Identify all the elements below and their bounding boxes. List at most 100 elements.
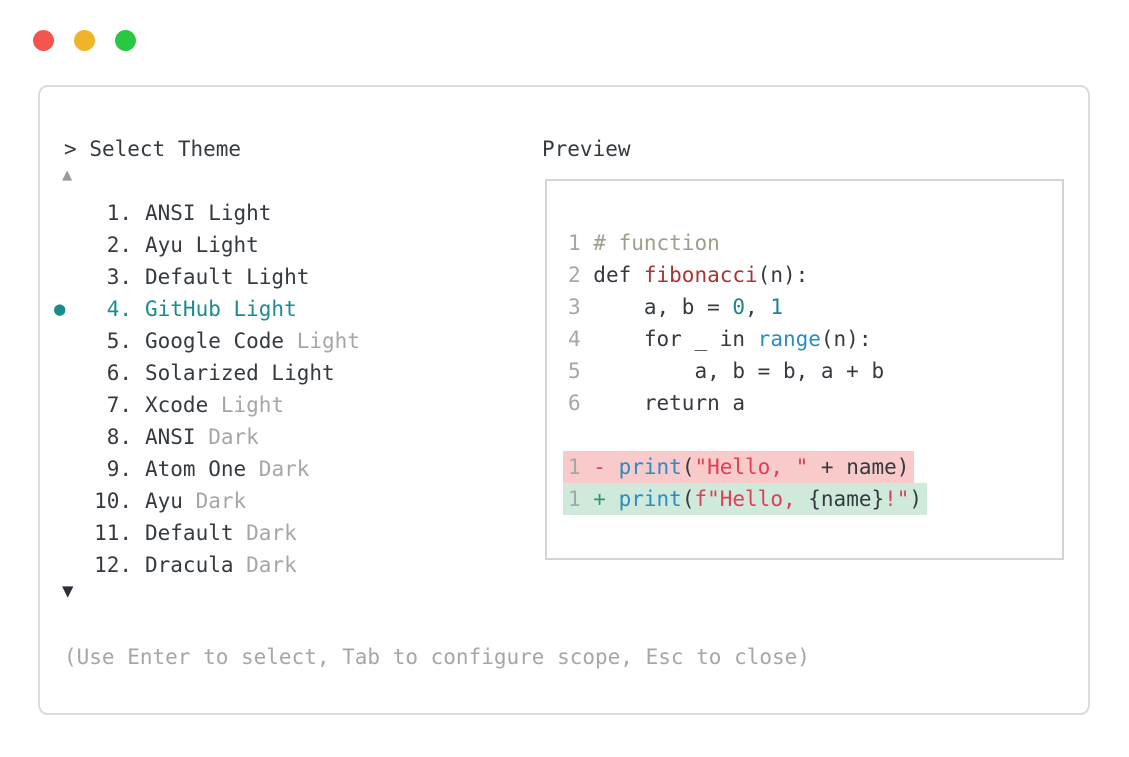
line-number: 4 [568, 327, 594, 351]
prompt-space [77, 137, 90, 161]
theme-item-variant: Dark [246, 457, 310, 481]
theme-item-name: Ayu Light [145, 233, 259, 257]
code-line-content: 3 a, b = 0, 1 [563, 291, 788, 323]
code-line: 2 def fibonacci(n): [563, 259, 1062, 291]
code-token-text: ( [681, 455, 695, 479]
theme-item-variant: Dark [195, 425, 259, 449]
theme-item-number: 1. [106, 201, 132, 225]
theme-item-name: Atom One [145, 457, 247, 481]
theme-item-number: 4. [106, 297, 132, 321]
theme-item-variant: Light [208, 393, 285, 417]
theme-list: 1. ANSI Light 2. Ayu Light 3. Default Light ● 4… [40, 197, 510, 581]
line-number: 1 [568, 455, 594, 479]
code-line-content: 4 for _ in range(n): [563, 323, 876, 355]
code-line: 1 - print("Hello, " + name) [563, 451, 1062, 483]
theme-item-name: Ayu [145, 489, 183, 513]
code-token-builtin: range [757, 327, 821, 351]
theme-list-item[interactable]: 11. Default Dark [40, 517, 510, 549]
theme-item-name: ANSI Light [145, 201, 272, 225]
code-line: 1 + print(f"Hello, {name}!") [563, 483, 1062, 515]
code-token-text: {name} [808, 487, 885, 511]
code-token-text: (n): [820, 327, 872, 351]
theme-list-item[interactable]: 6. Solarized Light [40, 357, 510, 389]
scroll-down-icon[interactable]: ▼ [62, 580, 74, 602]
theme-item-number: 7. [106, 393, 132, 417]
theme-item-number: 3. [106, 265, 132, 289]
theme-list-item[interactable]: 3. Default Light [40, 261, 510, 293]
code-token-builtin: print [618, 487, 682, 511]
code-token-string: f"Hello, [694, 487, 809, 511]
code-token-comment: # function [593, 231, 720, 255]
theme-item-variant: Dark [233, 553, 297, 577]
theme-item-name: GitHub Light [145, 297, 297, 321]
prompt-symbol: > [64, 137, 77, 161]
theme-item-name: Default Light [145, 265, 310, 289]
code-line: 4 for _ in range(n): [563, 323, 1062, 355]
code-token-number: 1 [770, 295, 783, 319]
theme-item-name: Google Code [145, 329, 285, 353]
theme-item-number: 5. [106, 329, 132, 353]
prompt-title: Select Theme [89, 137, 242, 161]
code-token-string: "Hello, " [694, 455, 809, 479]
theme-item-name: Default [145, 521, 234, 545]
theme-item-name: Dracula [145, 553, 234, 577]
code-token-text: (n): [757, 263, 809, 287]
code-blank-line [563, 419, 1062, 451]
code-token-string: !" [884, 487, 910, 511]
code-line: 3 a, b = 0, 1 [563, 291, 1062, 323]
prompt: > Select Theme [64, 135, 241, 163]
keyboard-hint: (Use Enter to select, Tab to configure s… [64, 645, 810, 669]
selected-bullet-icon: ● [54, 298, 66, 320]
theme-item-variant: Light [284, 329, 360, 353]
theme-item-variant: Dark [182, 489, 247, 513]
line-number: 6 [568, 391, 594, 415]
theme-item-name: Solarized Light [145, 361, 335, 385]
theme-list-item[interactable]: ● 4. GitHub Light [40, 293, 510, 325]
window-controls [33, 30, 136, 51]
scroll-up-icon[interactable]: ▲ [62, 165, 73, 185]
zoom-button-icon[interactable] [115, 30, 136, 51]
minimize-button-icon[interactable] [74, 30, 95, 51]
diff-added-line: 1 + print(f"Hello, {name}!") [563, 483, 928, 515]
theme-list-item[interactable]: 8.ANSI Dark [40, 421, 510, 453]
theme-item-number: 9. [106, 457, 132, 481]
code-line: 5 a, b = b, a + b [563, 355, 1062, 387]
theme-item-number: 2. [106, 233, 132, 257]
code-token-text: ) [909, 487, 923, 511]
line-number: 3 [568, 295, 594, 319]
theme-list-item[interactable]: 7.Xcode Light [40, 389, 510, 421]
code-token-text: ( [681, 487, 695, 511]
theme-item-variant: Dark [233, 521, 297, 545]
theme-list-item[interactable]: 1. ANSI Light [40, 197, 510, 229]
code-token-builtin: print [618, 455, 682, 479]
theme-list-item[interactable]: 2. Ayu Light [40, 229, 510, 261]
line-number: 1 [568, 487, 594, 511]
code-token-text: , [745, 295, 771, 319]
code-line: 6 return a [563, 387, 1062, 419]
theme-item-number: 11. [94, 521, 132, 545]
theme-list-item[interactable]: 10. Ayu Dark [40, 485, 510, 517]
code-line-content: 6 return a [563, 387, 750, 419]
line-number: 2 [568, 263, 594, 287]
theme-list-item[interactable]: 9. Atom One Dark [40, 453, 510, 485]
theme-item-number: 6. [106, 361, 132, 385]
theme-item-number: 12. [94, 553, 132, 577]
code-line-content: 2 def fibonacci(n): [563, 259, 813, 291]
code-line-content: 1 # function [563, 227, 725, 259]
line-number: 5 [568, 359, 594, 383]
code-line-content: 5 a, b = b, a + b [563, 355, 889, 387]
theme-list-item[interactable]: 12. Dracula Dark [40, 549, 510, 581]
close-button-icon[interactable] [33, 30, 54, 51]
code-token-text: a, b = [593, 295, 733, 319]
preview-label: Preview [542, 137, 631, 161]
code-token-text: + name) [808, 455, 910, 479]
code-line: 1 # function [563, 227, 1062, 259]
code-token-added-sign: + [593, 487, 619, 511]
theme-item-number: 10. [94, 489, 132, 513]
code-token-text: def [593, 263, 644, 287]
theme-list-item[interactable]: 5. Google Code Light [40, 325, 510, 357]
code-token-removed-sign: - [593, 455, 619, 479]
theme-item-name: ANSI [145, 425, 196, 449]
diff-removed-line: 1 - print("Hello, " + name) [563, 451, 915, 483]
